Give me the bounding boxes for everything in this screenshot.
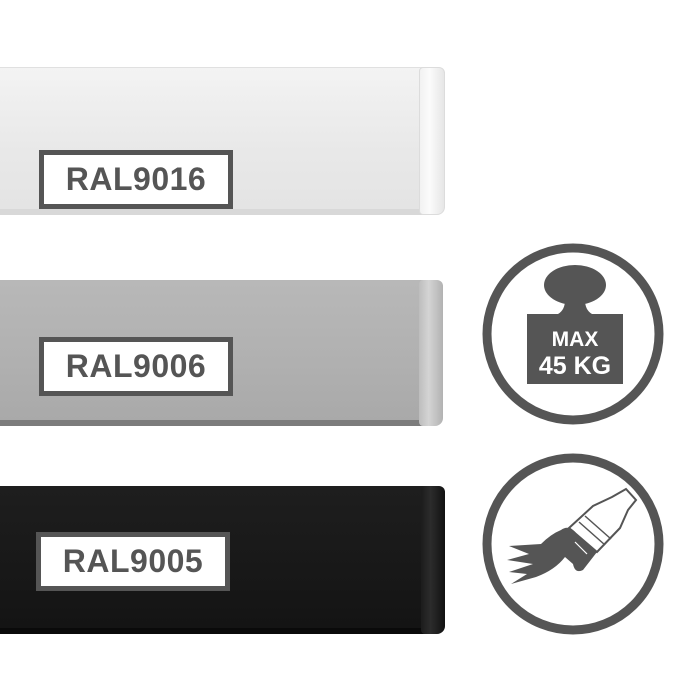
rail-silver: RAL9006 [0,280,443,426]
max-label: MAX [552,328,599,351]
rail-end-cap [419,67,445,215]
weight-value: 45 KG [539,352,611,380]
rail-lip [0,209,431,215]
rail-end-cap [421,486,445,634]
paint-badge [482,453,664,635]
rail-black: RAL9005 [0,486,445,634]
color-label-ral9016: RAL9016 [39,150,233,209]
rail-lip [0,628,431,634]
paintbrush-icon [507,487,638,584]
color-label-ral9005: RAL9005 [36,532,230,591]
max-weight-badge: MAX 45 KG [482,243,664,425]
color-label-ral9006: RAL9006 [39,337,233,396]
rail-end-cap [419,280,443,426]
weight-icon [527,265,623,384]
rail-white: RAL9016 [0,67,445,215]
rail-lip [0,420,429,426]
